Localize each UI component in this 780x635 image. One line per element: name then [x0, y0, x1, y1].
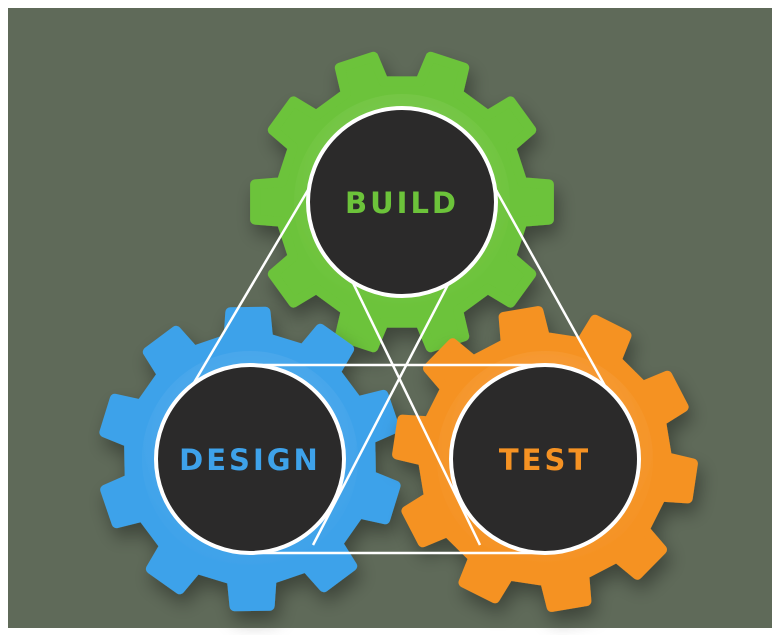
node-build-label: BUILD	[345, 186, 459, 220]
node-design-circle	[154, 363, 346, 555]
node-build-circle	[306, 106, 498, 298]
node-test: TEST	[449, 363, 641, 555]
connector-lines	[154, 189, 641, 555]
node-design: DESIGN	[154, 363, 346, 555]
node-test-label: TEST	[499, 443, 591, 477]
node-design-label: DESIGN	[179, 443, 321, 477]
node-test-circle	[449, 363, 641, 555]
node-build: BUILD	[306, 106, 498, 298]
